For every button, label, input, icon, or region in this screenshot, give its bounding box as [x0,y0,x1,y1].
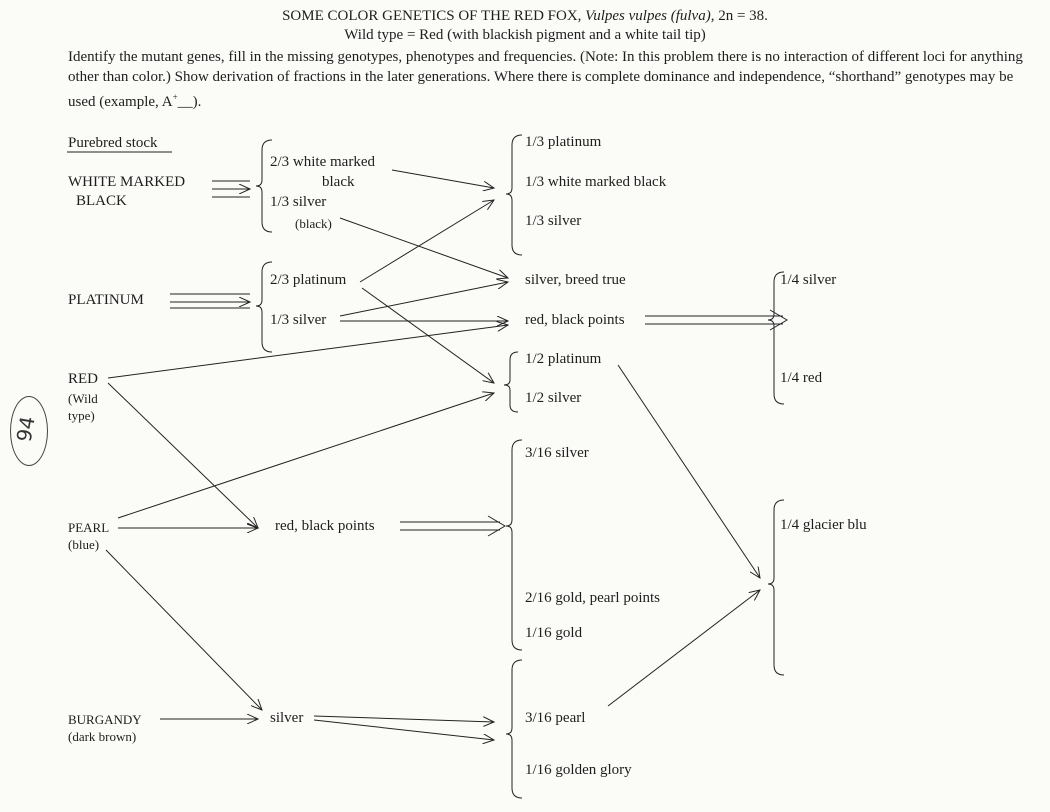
gen2-red-black-points: red, black points [525,312,625,328]
instructions-text: Identify the mutant genes, fill in the m… [68,49,1023,110]
brace [503,351,519,413]
gen3-a-1: 1/4 silver [780,272,837,288]
double-arrow [400,515,506,537]
brace [505,659,523,799]
gen1-wmb-2: black [322,174,355,190]
gen1-red-black-points: red, black points [275,518,375,534]
instructions-end: __). [177,94,202,110]
arrow [359,200,494,283]
gen2-a-3: 1/3 silver [525,213,582,229]
stock-red-note: (Wild [68,391,98,406]
brace [767,499,785,676]
stock-burgandy-note: (dark brown) [68,729,137,744]
subtitle: Wild type = Red (with blackish pigment a… [344,27,706,43]
stock-red: RED [68,371,98,387]
gen2-a-1: 1/3 platinum [525,134,602,150]
gen2-c-2: 2/16 gold, pearl points [525,590,660,606]
gen2-d-2: 1/16 golden glory [525,762,632,778]
gen2-c-3: 1/16 gold [525,625,583,641]
title-text: SOME COLOR GENETICS OF THE RED FOX, [282,8,586,24]
arrow [617,364,760,578]
arrow [117,393,494,519]
double-arrow [212,180,250,198]
stock-red-note-2: type) [68,408,95,423]
gen1-silver-burg: silver [270,710,304,726]
species-name: Vulpes vulpes (fulva) [585,8,711,24]
stock-pearl-note: (blue) [68,537,100,552]
arrow [339,217,508,278]
title-end: , 2n = 38. [710,8,768,24]
arrow [107,325,508,379]
gen1-black-note: (black) [295,216,332,231]
stock-white-marked-black-2: BLACK [76,193,127,209]
gen3-a-2: 1/4 red [780,370,823,386]
stock-burgandy: BURGANDY [68,712,142,727]
stock-pearl: PEARL [68,520,110,535]
purebred-stock-heading: Purebred stock [68,135,158,151]
gen2-silver-breed-true: silver, breed true [525,272,626,288]
gen1-platinum: 2/3 platinum [270,272,347,288]
stock-platinum: PLATINUM [68,292,144,308]
handwritten-circled-number: 94 [10,396,48,466]
gen1-wmb: 2/3 white marked [270,154,375,170]
arrow [339,282,508,317]
gen3-b-1: 1/4 glacier blu [780,517,867,533]
double-arrow [170,293,250,309]
arrow [107,382,258,528]
brace [255,261,273,353]
arrow [391,169,494,188]
stock-white-marked-black: WHITE MARKED [68,174,186,190]
brace [505,134,523,256]
gen2-a-2: 1/3 white marked black [525,174,667,190]
arrow [105,549,262,710]
brace [505,439,523,651]
gen2-d-1: 3/16 pearl [525,710,586,726]
page-title: SOME COLOR GENETICS OF THE RED FOX, Vulp… [0,8,1050,25]
gen2-b-2: 1/2 silver [525,390,582,406]
gen1-silver: 1/3 silver [270,194,327,210]
gen1-plat-silver: 1/3 silver [270,312,327,328]
double-arrow [645,309,788,331]
instructions: Identify the mutant genes, fill in the m… [68,47,1043,112]
brace [255,139,273,233]
gen2-c-1: 3/16 silver [525,445,589,461]
brace [767,271,785,405]
gen2-b-1: 1/2 platinum [525,351,602,367]
double-arrow [313,715,494,740]
arrow [607,590,760,707]
superscript: + [172,92,178,102]
